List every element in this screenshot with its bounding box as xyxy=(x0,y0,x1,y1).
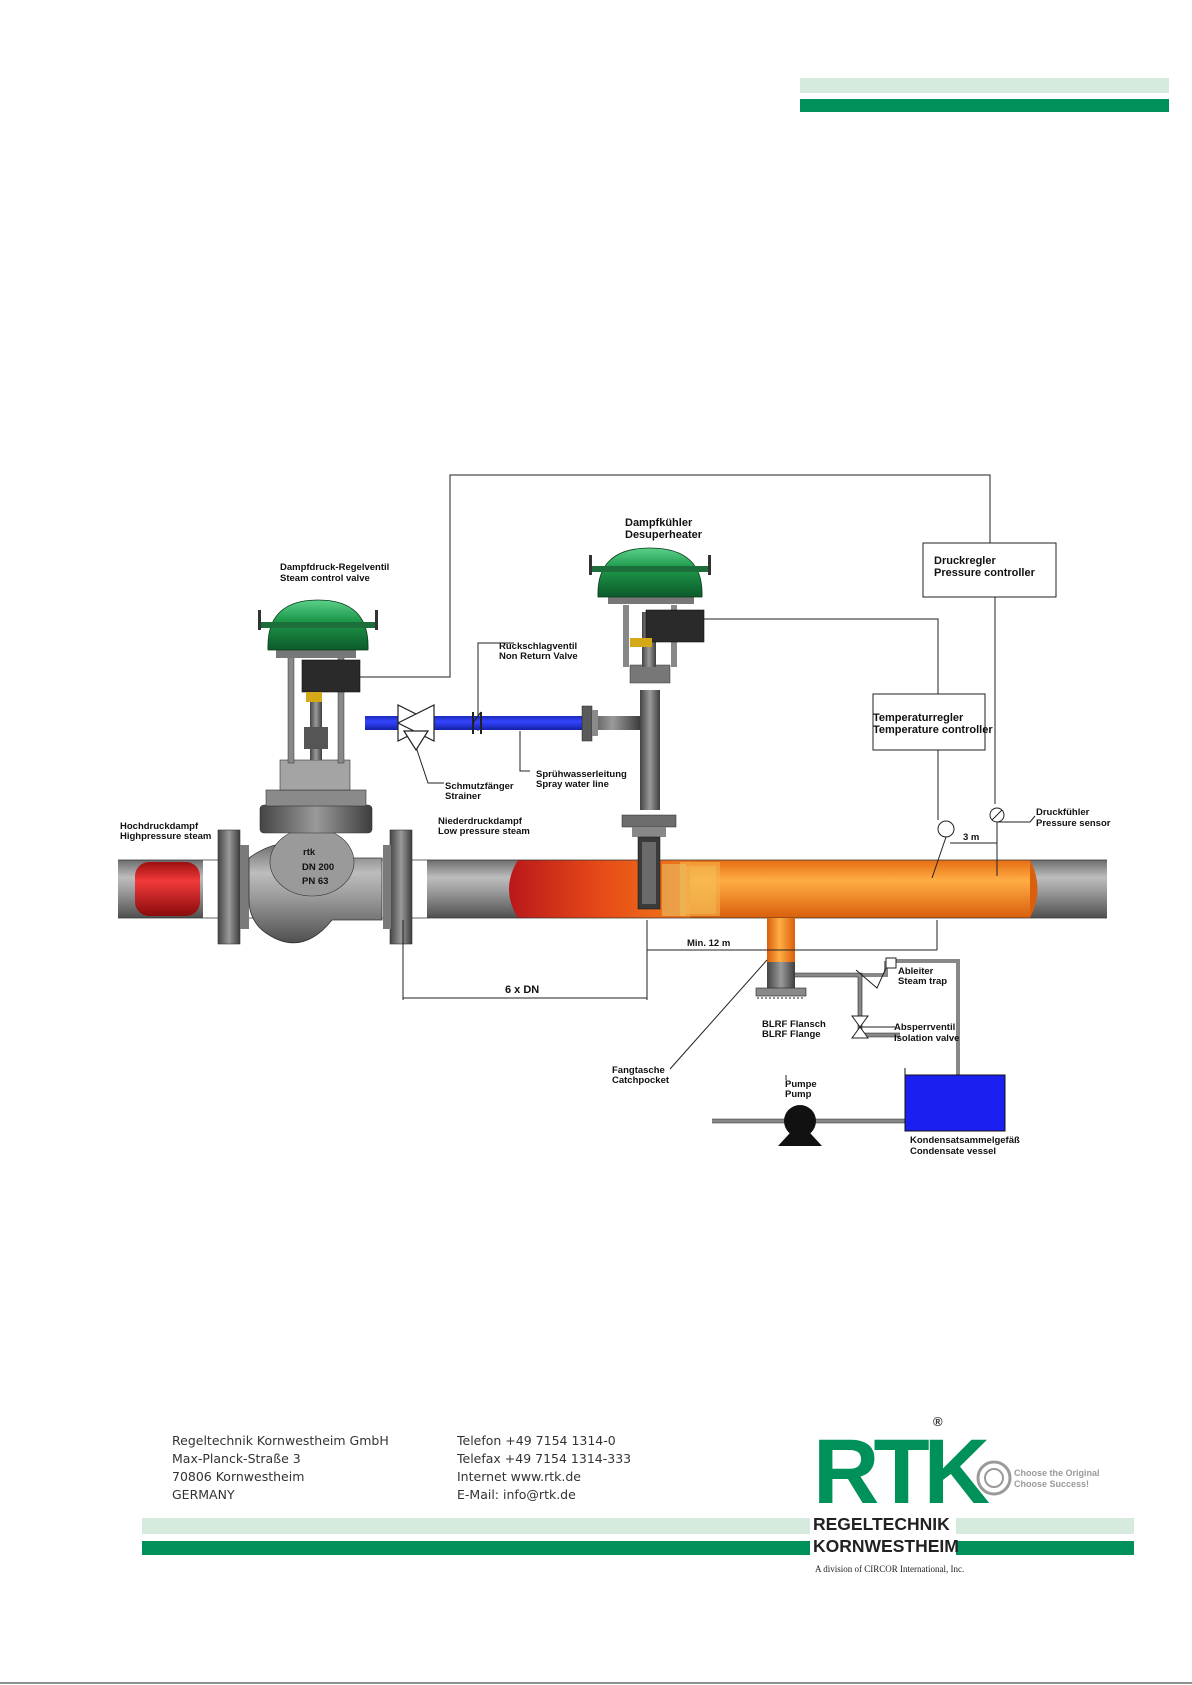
label-blrf-flange-de: BLRF Flansch xyxy=(762,1019,826,1030)
steam-trap-icon xyxy=(885,957,897,969)
label-temperature-controller-de: Temperaturregler xyxy=(873,712,964,724)
pressure-controller-box xyxy=(922,542,1057,598)
valve-dn-mark: DN 200 xyxy=(302,862,334,873)
non-return-valve-icon xyxy=(472,711,482,734)
label-spray-water-line-en: Spray water line xyxy=(536,779,609,790)
label-isolation-valve-de: Absperrventil xyxy=(894,1022,955,1033)
label-low-pressure-steam-en: Low pressure steam xyxy=(438,826,530,837)
temperature-sensor-icon xyxy=(931,820,955,879)
label-non-return-valve-de: Rückschlagventil xyxy=(499,641,577,652)
label-pump-en: Pump xyxy=(785,1089,812,1100)
label-pressure-controller-de: Druckregler xyxy=(934,555,996,567)
label-condensate-vessel-de: Kondensatsammelgefäß xyxy=(910,1135,1020,1146)
label-strainer-en: Strainer xyxy=(445,791,481,802)
valve-body-mark: rtk xyxy=(303,847,316,858)
footer-street: Max-Planck-Straße 3 xyxy=(172,1451,301,1466)
valve-pn-mark: PN 63 xyxy=(302,876,328,887)
label-catchpocket-de: Fangtasche xyxy=(612,1065,665,1076)
footer-city: 70806 Kornwestheim xyxy=(172,1469,304,1484)
label-condensate-vessel-en: Condensate vessel xyxy=(910,1146,996,1157)
label-isolation-valve-en: Isolation valve xyxy=(894,1033,959,1044)
label-high-pressure-steam-de: Hochdruckdampf xyxy=(120,821,199,832)
label-dist-3m: 3 m xyxy=(963,832,979,843)
condensate-piping-outline xyxy=(712,972,905,1124)
footer-email: E-Mail: info@rtk.de xyxy=(457,1487,576,1502)
slogan-badge: Choose the Original Choose Success! xyxy=(976,1460,1100,1496)
label-steam-control-valve-en: Steam control valve xyxy=(280,573,370,584)
pump-icon xyxy=(778,1105,822,1146)
footer-bar-green xyxy=(142,1541,1134,1555)
footer-bar-light xyxy=(142,1518,1134,1534)
label-steam-trap-de: Ableiter xyxy=(898,966,934,977)
label-desuperheater-de: Dampfkühler xyxy=(625,517,693,529)
label-low-pressure-steam-de: Niederdruckdampf xyxy=(438,816,523,827)
logo-line2: KORNWESTHEIM xyxy=(813,1536,959,1556)
label-pump-de: Pumpe xyxy=(785,1079,817,1090)
logo-mark: RTK xyxy=(813,1421,990,1523)
slogan-line1: Choose the Original xyxy=(1014,1468,1100,1478)
steam-control-valve-actuator xyxy=(258,599,378,764)
strainer-icon xyxy=(396,704,436,752)
label-temperature-controller-en: Temperature controller xyxy=(873,724,993,736)
logo-line1: REGELTECHNIK xyxy=(813,1514,950,1534)
diagram-labels: Dampfdruck-Regelventil Steam control val… xyxy=(120,517,1111,1157)
label-desuperheater-en: Desuperheater xyxy=(625,529,703,541)
label-pressure-controller-en: Pressure controller xyxy=(934,567,1036,579)
label-catchpocket-en: Catchpocket xyxy=(612,1075,670,1086)
condensate-vessel xyxy=(904,1074,1006,1132)
header-bar-light xyxy=(800,78,1169,93)
label-blrf-flange-en: BLRF Flange xyxy=(762,1029,821,1040)
label-strainer-de: Schmutzfänger xyxy=(445,781,514,792)
temperature-controller-box xyxy=(872,693,986,751)
logo-registered: ® xyxy=(933,1414,943,1429)
isolation-valve-icon xyxy=(851,1015,869,1039)
label-dist-6dn: 6 x DN xyxy=(505,984,539,996)
footer-address: Regeltechnik Kornwestheim GmbH Max-Planc… xyxy=(172,1433,631,1502)
catchpocket-leg xyxy=(755,918,807,999)
pipe-flanges xyxy=(217,829,413,945)
footer-company: Regeltechnik Kornwestheim GmbH xyxy=(172,1433,389,1448)
label-pressure-sensor-en: Pressure sensor xyxy=(1036,818,1111,829)
label-steam-trap-en: Steam trap xyxy=(898,976,947,987)
label-dist-min12m: Min. 12 m xyxy=(687,938,730,949)
label-spray-water-line-de: Sprühwasserleitung xyxy=(536,769,627,780)
footer-fax: Telefax +49 7154 1314-333 xyxy=(456,1451,631,1466)
desuperheater-assembly xyxy=(589,547,716,916)
dimension-lines xyxy=(402,815,1036,1080)
footer-phone: Telefon +49 7154 1314-0 xyxy=(456,1433,616,1448)
label-steam-control-valve-de: Dampfdruck-Regelventil xyxy=(280,562,389,573)
header-bar-green xyxy=(800,99,1169,112)
label-pressure-sensor-de: Druckfühler xyxy=(1036,807,1090,818)
rtk-logo: RTK ® REGELTECHNIK KORNWESTHEIM A divisi… xyxy=(810,1395,996,1574)
footer-internet: Internet www.rtk.de xyxy=(457,1469,581,1484)
label-high-pressure-steam-en: Highpressure steam xyxy=(120,831,211,842)
footer-country: GERMANY xyxy=(172,1487,235,1502)
slogan-line2: Choose Success! xyxy=(1014,1479,1089,1489)
logo-division: A division of CIRCOR International, Inc. xyxy=(815,1564,964,1574)
label-non-return-valve-en: Non Return Valve xyxy=(499,651,578,662)
steam-control-valve-body: rtk DN 200 PN 63 xyxy=(248,759,383,944)
copyright-icon xyxy=(976,1460,1012,1496)
